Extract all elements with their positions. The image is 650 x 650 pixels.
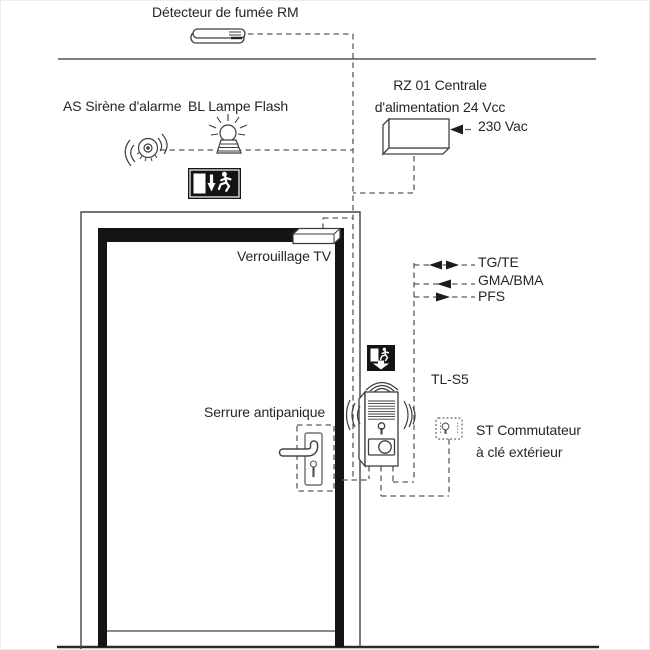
label-smoke-detector: Détecteur de fumée RM [152,4,299,20]
label-power-unit-line2: d'alimentation 24 Vcc [374,99,506,115]
siren-icon [124,133,168,167]
signal-arrows [429,124,471,302]
arrow-right-icon [446,260,459,270]
exit-door-glyph [370,348,379,362]
label-tg-te: TG/TE [478,254,519,270]
emergency-exit-sign-icon [367,345,395,371]
label-alarm-siren: AS Sirène d'alarme [63,98,182,114]
label-terminal: TL-S5 [431,371,469,387]
down-arrow-icon [373,363,389,370]
arrow-left-icon [437,279,451,289]
door-handle-icon [278,432,323,486]
door-frame [80,211,361,649]
tv-lock-box-icon [292,227,341,245]
label-tv-lock: Verrouillage TV [237,248,331,264]
flash-lamp-icon [208,114,248,154]
label-gma-bma: GMA/BMA [478,272,544,288]
smoke-detector-icon [190,28,246,44]
arrow-left-icon [450,124,463,135]
dashed-connectors [160,33,475,497]
arrow-left-icon [429,260,442,270]
arrow-right-icon [436,292,450,302]
label-flash-lamp: BL Lampe Flash [188,98,289,114]
sound-waves-icon [345,381,416,431]
label-mains-voltage: 230 Vac [478,118,528,134]
door-terminal-icon [345,381,416,468]
label-key-switch-line1: ST Commutateur [476,422,581,438]
emergency-exit-sign-icon [188,168,241,199]
exit-door-glyph [193,173,206,194]
label-key-switch-line2: à clé extérieur [476,444,563,460]
label-panic-lock: Serrure antipanique [204,404,326,420]
label-power-unit-line1: RZ 01 Centrale [393,77,487,93]
label-pfs: PFS [478,288,505,304]
power-supply-box-icon [381,117,451,156]
door-leaf [98,228,344,647]
key-switch-icon [435,417,463,440]
